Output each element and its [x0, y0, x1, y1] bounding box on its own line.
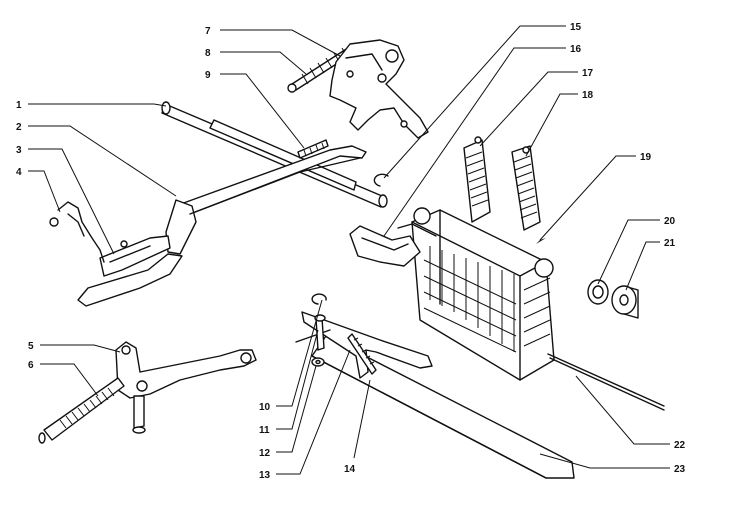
- part-2-lever: [77, 145, 367, 307]
- part-4-spring-clip: [49, 201, 105, 263]
- callout-6: 6: [28, 360, 34, 371]
- callout-22: 22: [674, 440, 686, 451]
- leader-lines: [28, 25, 670, 475]
- callout-8: 8: [205, 48, 211, 59]
- part-3-bracket: [99, 235, 171, 277]
- callout-9: 9: [205, 70, 211, 81]
- part-20-washer: [587, 279, 609, 305]
- callout-19: 19: [640, 152, 652, 163]
- callout-4: 4: [16, 167, 22, 178]
- part-17-comb-plate: [463, 136, 491, 223]
- callout-14: 14: [344, 464, 356, 475]
- part-23-slide-bar: [311, 335, 575, 479]
- callout-21: 21: [664, 238, 676, 249]
- callout-11: 11: [259, 425, 270, 436]
- callout-15: 15: [570, 22, 582, 33]
- callout-numbers: 1 2 3 4 5 6 7 8 9 10 11 12 13 14 15 16 1…: [16, 22, 686, 481]
- part-9-small-spring: [297, 139, 329, 159]
- callout-7: 7: [205, 26, 211, 37]
- part-18-comb-plate: [511, 145, 541, 231]
- callout-17: 17: [582, 68, 594, 79]
- part-12-nut: [311, 357, 325, 367]
- callout-20: 20: [664, 216, 676, 227]
- callout-5: 5: [28, 341, 34, 352]
- part-13-spring: [347, 333, 377, 375]
- part-19-main-block: [411, 207, 555, 381]
- part-6-threaded-screw: [38, 377, 125, 444]
- callout-10: 10: [259, 402, 271, 413]
- part-7-top-lever-plate: [329, 39, 429, 139]
- callout-23: 23: [674, 464, 686, 475]
- part-5-crank-lever: [115, 341, 257, 434]
- callout-16: 16: [570, 44, 582, 55]
- part-15-clip-ring: [373, 173, 389, 187]
- callout-12: 12: [259, 448, 271, 459]
- callout-13: 13: [259, 470, 271, 481]
- callout-3: 3: [16, 145, 22, 156]
- part-14-link-lever: [295, 311, 433, 379]
- callout-2: 2: [16, 122, 22, 133]
- part-11-pivot-pin: [314, 314, 326, 351]
- callout-1: 1: [16, 100, 22, 111]
- part-21-bush: [611, 285, 639, 319]
- part-16-latch: [349, 223, 437, 267]
- part-10-e-clip: [311, 293, 327, 305]
- part-1-shaft: [161, 101, 388, 208]
- callout-18: 18: [582, 90, 594, 101]
- part-22-rod: [547, 353, 665, 411]
